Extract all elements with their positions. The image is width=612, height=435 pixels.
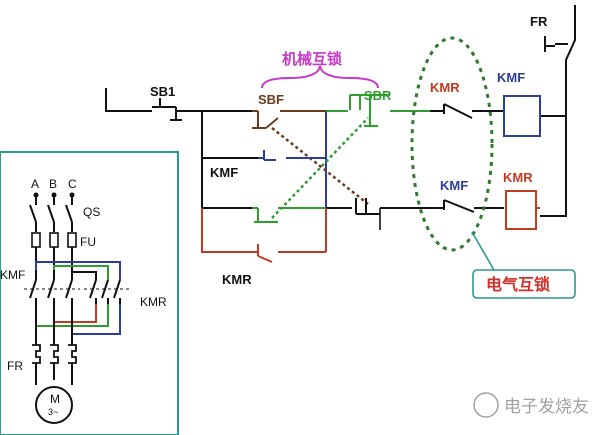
sb1-label: SB1 [150,84,175,99]
motor-phase-label: 3~ [48,407,58,417]
sbr-start-button [326,94,430,127]
kmr-aux-contact [250,208,327,263]
kmr-main-label: KMR [140,295,167,309]
sbf-label: SBF [258,92,284,107]
phase-a-label: A [31,177,39,191]
kmr-aux-contact-label: KMR [222,272,252,287]
row2-sbr-no [326,198,430,215]
mechanical-interlock-bracket [261,65,379,89]
kmf-nc-contact-label: KMF [440,178,468,193]
sbf-start-button [252,110,326,129]
kmf-main-label: KMF [0,268,25,282]
watermark-text: 电子发烧友 [504,397,589,416]
kmf-main-contacts [29,279,73,310]
fuses [31,232,77,248]
mechanical-interlock-link [271,127,369,205]
watermark: 电子发烧友 [473,392,589,418]
kmr-nc-contact [430,103,504,119]
qs-label: QS [83,205,100,219]
kmf-aux-contact [258,150,326,161]
fr-main-label: FR [7,359,23,373]
control-circuit: FR SB1 SBF SBR [105,5,576,299]
kmr-coil [505,190,537,230]
kmr-coil-label: KMR [503,170,533,185]
electrical-interlock-label: 电气互锁 [486,275,550,294]
phase-c-label: C [68,177,77,191]
fu-label: FU [80,235,96,249]
qs-isolator-switch [29,195,73,232]
main-circuit: A B C QS FU [0,151,179,435]
fr-contact-label: FR [530,14,548,29]
mechanical-interlock-label: 机械互锁 [282,50,342,68]
kmf-coil [503,95,541,137]
main-circuit-frame [0,151,179,435]
electrical-interlock-box [472,269,576,299]
kmf-aux-contact-label: KMF [210,165,238,180]
fr-nc-contact [544,36,568,52]
motor-label: M [50,392,60,406]
watermark-logo-icon [473,392,499,418]
electrical-interlock-ring [410,36,494,252]
motor-symbol [35,386,73,424]
kmf-nc-contact [430,199,504,213]
row2-sbf-nc [252,207,326,223]
kmf-coil-label: KMF [497,70,525,85]
sb1-stop-button [148,98,182,121]
phase-b-label: B [49,177,57,191]
kmr-main-contacts [89,279,121,304]
fr-thermal-relay [32,344,77,364]
kmr-nc-contact-label: KMR [430,80,460,95]
